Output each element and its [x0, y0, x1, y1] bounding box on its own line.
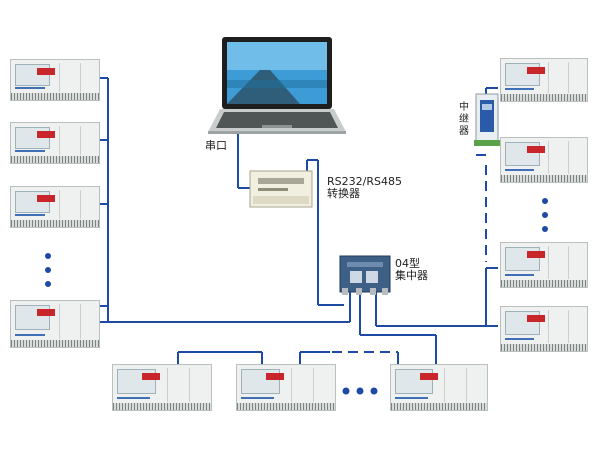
left-bus [100, 77, 351, 323]
meter-cabinet-right-4 [500, 306, 588, 352]
meter-cabinet-left-4 [10, 300, 100, 348]
converter-icon [249, 170, 313, 208]
meter-cabinet-bottom-2 [236, 364, 336, 411]
ellipsis-dots [45, 198, 548, 395]
laptop-icon [208, 37, 346, 134]
concentrator-icon [339, 255, 391, 295]
meter-cabinet-bottom-1 [112, 364, 212, 411]
concentrator-label-line1: 04型 [395, 257, 420, 270]
meter-cabinet-left-2 [10, 122, 100, 164]
converter-label-line1: RS232/RS485 [327, 175, 402, 188]
meter-cabinet-left-1 [10, 59, 100, 101]
concentrator-label-line2: 集中器 [395, 269, 428, 282]
repeater-label: 中继器 [459, 102, 469, 137]
meter-cabinet-right-1 [500, 58, 588, 102]
laptop-converter-link [237, 133, 250, 189]
converter-label-line2: 转换器 [327, 187, 360, 200]
meter-cabinet-bottom-3 [390, 364, 488, 411]
repeater-icon [474, 93, 500, 146]
meter-cabinet-left-3 [10, 186, 100, 228]
serial-port-label: 串口 [205, 139, 227, 152]
bottom-bus [177, 292, 437, 365]
converter-concentrator-link [306, 159, 344, 306]
meter-cabinet-right-2 [500, 137, 588, 183]
meter-cabinet-right-3 [500, 242, 588, 288]
